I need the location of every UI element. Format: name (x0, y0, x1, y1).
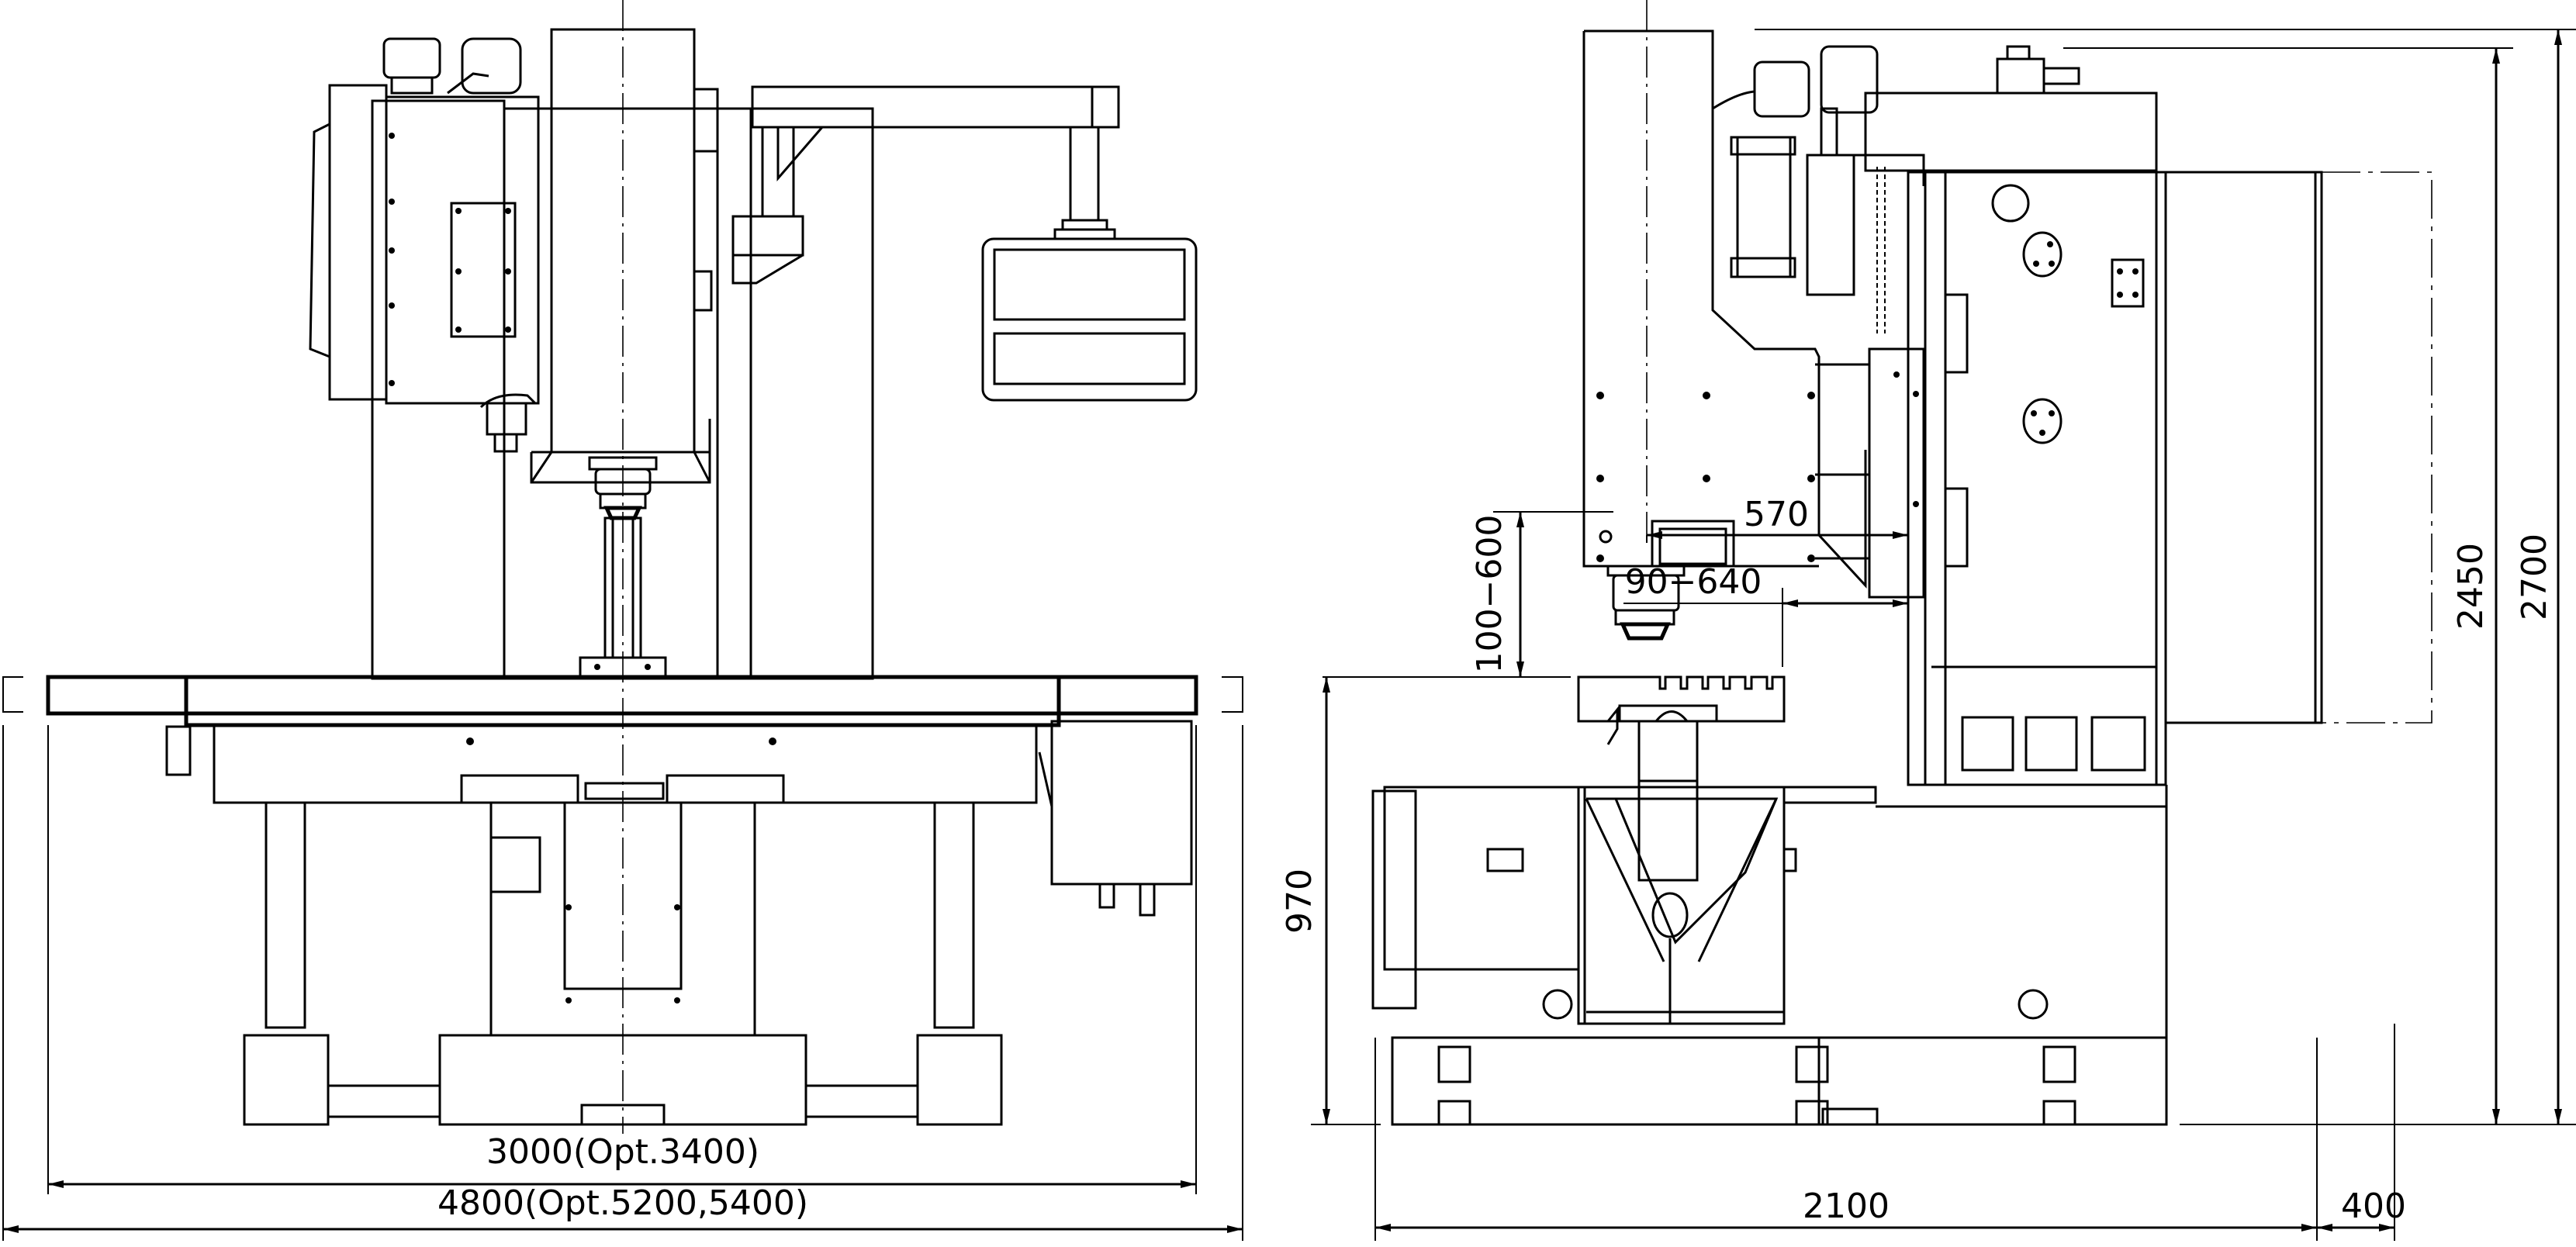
dim-label-height-overall: 2700 (2515, 534, 2554, 620)
pendant-screen (993, 248, 1186, 321)
dim-label-spindle-to-column: 570 (1744, 495, 1809, 534)
dim-label-base-depth: 2100 (1803, 1187, 1890, 1226)
front-base (243, 801, 1003, 1126)
front-view: 3000(Opt.3400) 4800(Opt.5200,5400) (2, 0, 1243, 1241)
pendant-keypad (993, 332, 1186, 385)
front-electrical-cabinet (309, 37, 540, 453)
front-spindle-head (530, 28, 719, 679)
front-saddle (165, 720, 1193, 917)
side-base (1391, 1036, 2168, 1126)
door-phantom-outline (2322, 171, 2433, 724)
side-headstock (1582, 29, 1925, 641)
pendant-housing (981, 237, 1198, 402)
dim-label-overall-width: 4800(Opt.5200,5400) (437, 1183, 808, 1223)
side-column-top (1807, 45, 2158, 333)
dim-label-table-to-column: 90−640 (1625, 562, 1762, 602)
dim-label-height-standard: 2450 (2451, 543, 2491, 630)
dim-label-rear-clearance: 400 (2341, 1187, 2406, 1226)
side-table (1371, 675, 2168, 1038)
control-pendant[interactable] (981, 237, 1198, 402)
side-view: 100−600 570 90−640 970 2450 2700 (1280, 0, 2576, 1241)
side-column (1907, 171, 2433, 786)
front-column-arm (716, 85, 1120, 679)
side-dimensions: 100−600 570 90−640 970 2450 2700 (1280, 29, 2576, 1241)
dim-label-table-height: 970 (1280, 869, 1319, 934)
dim-label-spindle-to-table: 100−600 (1470, 515, 1509, 674)
dim-label-table-travel: 3000(Opt.3400) (486, 1132, 759, 1172)
